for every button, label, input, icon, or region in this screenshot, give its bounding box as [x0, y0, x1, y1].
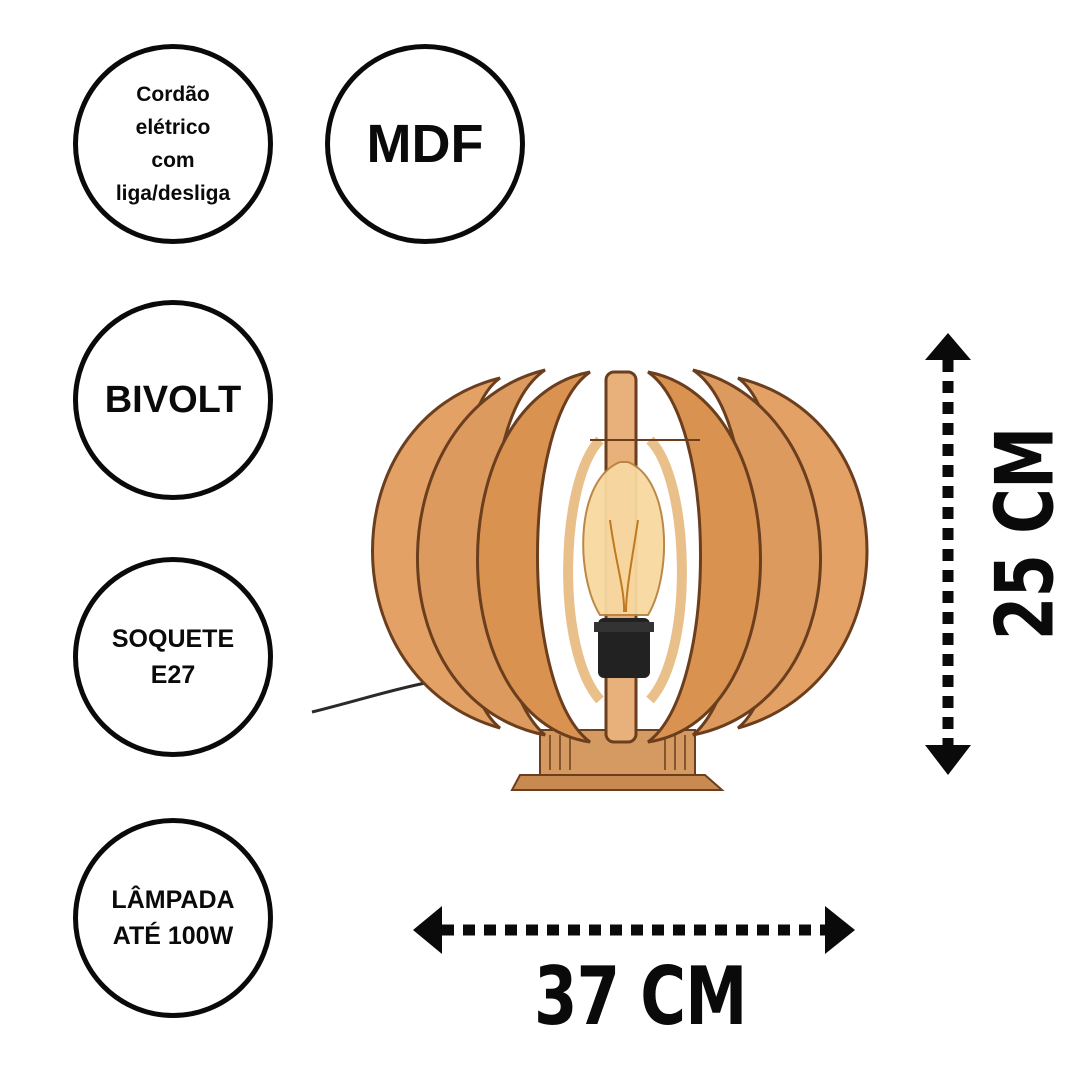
badge-bulb-line-2: ATÉ 100W [112, 922, 234, 950]
badge-voltage-text: BIVOLT [104, 378, 242, 421]
badge-bulb-line-1: LÂMPADA [111, 886, 235, 914]
lamp-shade-outer [371, 368, 869, 744]
badge-cord-line-3: com [151, 149, 195, 172]
bulb-icon [582, 461, 666, 616]
badge-cord-line-4: liga/desliga [115, 182, 231, 205]
power-cord [311, 680, 431, 714]
socket-icon [594, 618, 654, 678]
double-arrow-horizontal-icon [413, 906, 855, 954]
badge-voltage: BIVOLT [73, 300, 273, 500]
badge-cord-line-2: elétrico [135, 116, 211, 139]
badge-socket-line-2: E27 [150, 661, 196, 689]
badge-bulb: LÂMPADA ATÉ 100W [73, 818, 273, 1018]
double-arrow-vertical-icon [925, 333, 971, 775]
badge-socket-line-1: SOQUETE [111, 625, 235, 653]
height-dimension-label: 25 CM [978, 427, 1072, 641]
badge-material: MDF [325, 44, 525, 244]
width-dimension-label: 37 CM [533, 950, 747, 1043]
badge-cord-switch: Cordão elétrico com liga/desliga [73, 44, 273, 244]
badge-socket: SOQUETE E27 [73, 557, 273, 757]
badge-material-text: MDF [366, 114, 484, 174]
badge-cord-line-1: Cordão [136, 83, 210, 106]
